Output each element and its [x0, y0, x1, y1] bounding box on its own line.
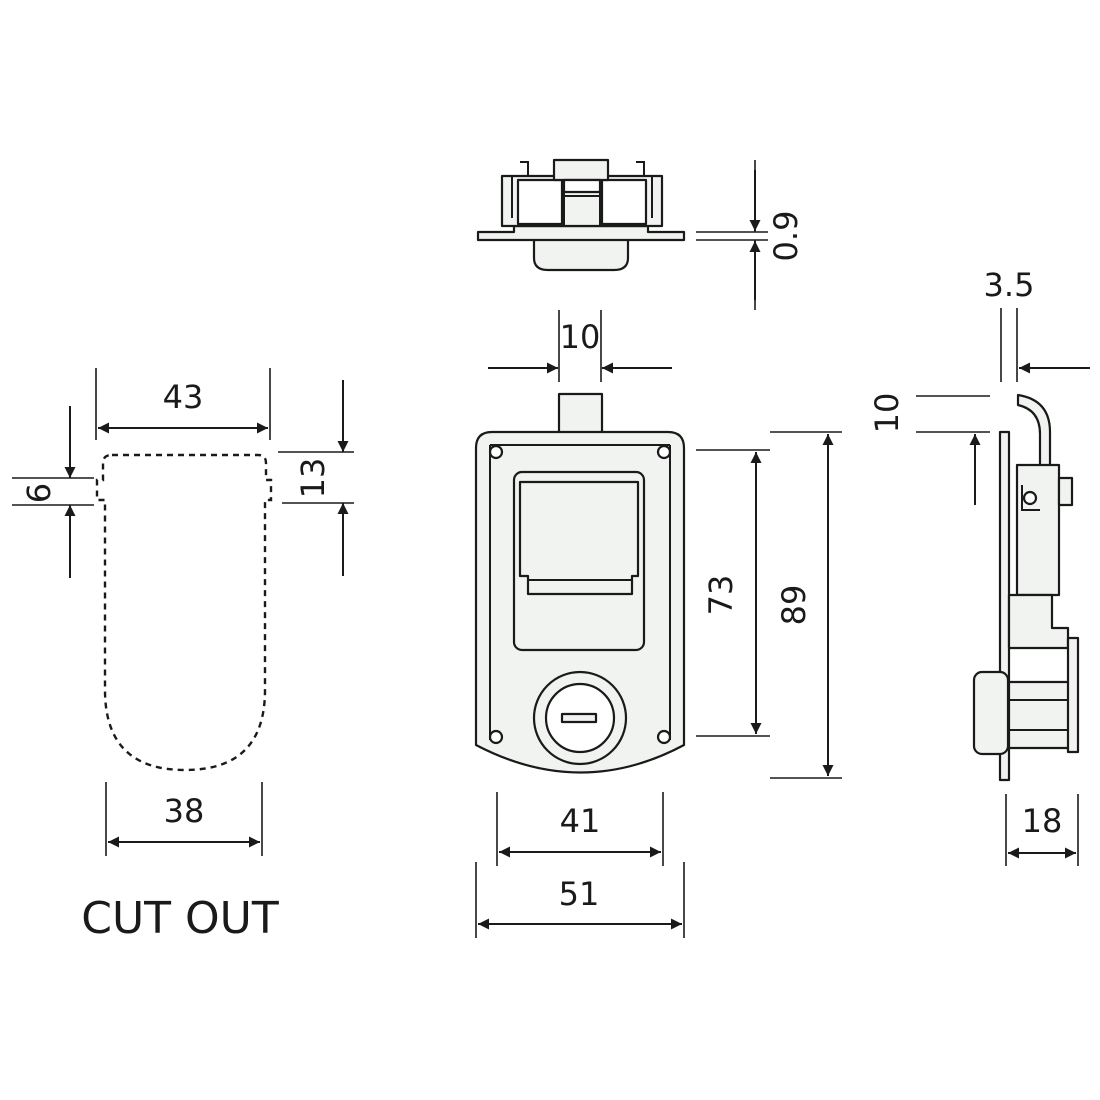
dim-tongue-group: 10 [488, 310, 672, 382]
dim-cutout-bottom-width: 38 [164, 792, 205, 830]
cutout-view: 43 6 13 38 CUT OUT [12, 368, 354, 944]
dim-inner-width-group: 41 [496, 792, 664, 866]
cutout-title: CUT OUT [81, 893, 279, 944]
dim-tongue-width: 10 [560, 318, 601, 356]
dim-thickness-group: 0.9 [696, 160, 805, 310]
dim-plate-thickness: 0.9 [767, 211, 805, 262]
key-slot [560, 712, 598, 724]
handle-flap [518, 480, 640, 596]
side-view [972, 393, 1080, 782]
side-lock-cylinder [972, 670, 1010, 756]
dim-cutout-top: 13 [294, 458, 332, 499]
dim-overall-width-group: 51 [475, 862, 685, 938]
dim-side-tongue-group: 10 [868, 393, 990, 505]
dim-depth: 18 [1022, 802, 1063, 840]
front-view [474, 392, 686, 774]
dim-inner-height: 73 [702, 575, 740, 616]
dim-cutout-notch: 6 [20, 483, 58, 503]
cutout-outline [95, 453, 273, 772]
dim-overall-height: 89 [775, 585, 813, 626]
dim-inner-width: 41 [560, 802, 601, 840]
dim-overall-height-group: 89 [770, 431, 842, 779]
dim-depth-group: 18 [1005, 794, 1079, 866]
dim-side-offset: 3.5 [984, 266, 1035, 304]
dim-overall-width: 51 [559, 875, 600, 913]
dim-side-offset-group: 3.5 [984, 266, 1090, 382]
dim-cutout-width: 43 [163, 378, 204, 416]
top-view [476, 158, 686, 272]
dim-inner-height-group: 73 [696, 449, 770, 737]
dim-side-tongue: 10 [868, 393, 906, 434]
